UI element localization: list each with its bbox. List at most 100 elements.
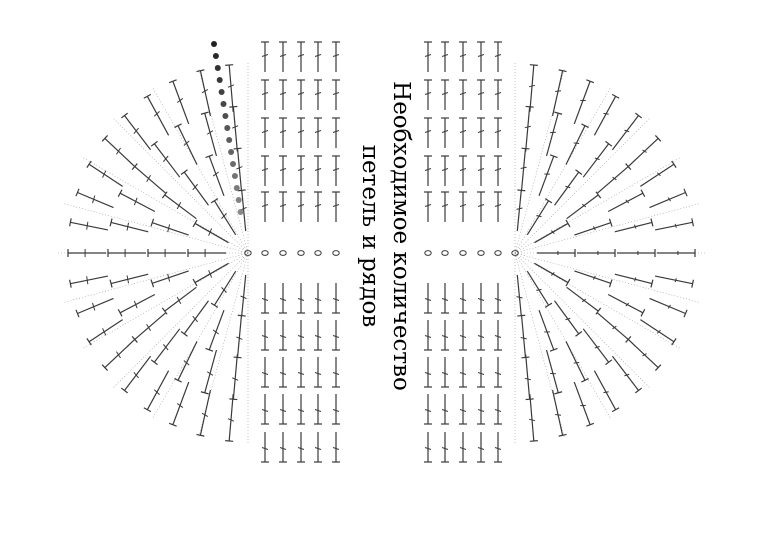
double-crochet-stitch xyxy=(279,357,287,388)
double-crochet-stitch xyxy=(494,320,502,351)
double-crochet-stitch xyxy=(597,163,632,194)
double-crochet-stitch xyxy=(196,389,212,437)
stitch-stem xyxy=(70,221,108,231)
stitch-crossbar xyxy=(332,409,340,412)
stitch-crossbar xyxy=(551,230,555,235)
stitch-crossbar xyxy=(176,98,184,103)
stitch-stem xyxy=(172,381,190,425)
stitch-crossbar xyxy=(261,168,269,171)
chain-stitch-oval xyxy=(459,250,467,256)
stitch-crossbar xyxy=(459,92,467,95)
stitch-stem xyxy=(526,200,550,236)
stitch-stem xyxy=(153,328,181,363)
stitch-crossbar xyxy=(459,130,467,133)
stitch-top-bar xyxy=(558,433,567,437)
double-crochet-stitch xyxy=(640,160,677,187)
double-crochet-stitch xyxy=(297,320,305,351)
stitch-crossbar xyxy=(206,130,214,135)
stitch-top-bar xyxy=(109,279,113,288)
double-crochet-stitch xyxy=(150,218,189,236)
double-crochet-stitch xyxy=(494,117,502,148)
double-crochet-stitch xyxy=(332,320,340,351)
stitch-stem xyxy=(534,262,569,284)
stitch-stem xyxy=(538,309,555,351)
stitch-top-bar xyxy=(565,278,571,287)
stitch-stem xyxy=(236,148,243,192)
stitch-crossbar xyxy=(332,54,340,57)
double-crochet-stitch xyxy=(477,41,485,72)
stitch-top-bar xyxy=(565,219,571,228)
stitch-crossbar xyxy=(332,298,340,301)
stitch-crossbar xyxy=(314,168,322,171)
stitch-stem xyxy=(551,70,564,117)
double-crochet-stitch xyxy=(210,270,237,308)
stitch-crossbar xyxy=(594,345,600,349)
double-crochet-stitch xyxy=(459,79,467,110)
double-crochet-stitch xyxy=(441,357,449,388)
stitch-stem xyxy=(123,355,152,391)
double-crochet-stitch xyxy=(574,218,613,236)
stitch-top-bar xyxy=(68,218,72,227)
stitch-crossbar xyxy=(314,298,322,301)
stitch-crossbar xyxy=(441,168,449,171)
double-crochet-stitch xyxy=(225,64,235,112)
double-crochet-stitch xyxy=(424,283,432,314)
stitch-crossbar xyxy=(332,372,340,375)
stitch-crossbar xyxy=(279,372,287,375)
stitch-stem xyxy=(104,338,136,369)
double-crochet-stitch xyxy=(477,155,485,186)
stitch-crossbar xyxy=(332,204,340,207)
stitch-stem xyxy=(70,275,108,285)
double-crochet-stitch xyxy=(332,155,340,186)
stitch-crossbar xyxy=(314,92,322,95)
stitch-stem xyxy=(607,293,644,314)
stitch-top-bar xyxy=(575,169,583,175)
stitch-crossbar xyxy=(201,412,209,417)
stitch-stem xyxy=(164,286,197,312)
stitch-crossbar xyxy=(424,130,432,133)
stitch-stem xyxy=(146,370,170,410)
double-crochet-stitch xyxy=(607,189,646,213)
stitch-crossbar xyxy=(192,183,198,191)
chain-stitch-oval xyxy=(244,250,252,256)
stitch-crossbar xyxy=(236,166,243,170)
stitch-top-bar xyxy=(558,69,567,73)
stitch-crossbar xyxy=(133,197,138,206)
double-crochet-stitch xyxy=(477,79,485,110)
stitch-crossbar xyxy=(261,298,269,301)
double-crochet-stitch xyxy=(441,41,449,72)
stitch-crossbar xyxy=(516,296,523,299)
stitch-crossbar xyxy=(524,377,531,381)
double-crochet-stitch xyxy=(297,357,305,388)
double-crochet-stitch xyxy=(261,79,269,110)
stitch-top-bar xyxy=(595,307,602,315)
stitch-crossbar xyxy=(656,329,661,334)
double-crochet-stitch xyxy=(261,283,269,314)
stitch-crossbar xyxy=(459,298,467,301)
stitch-top-bar xyxy=(554,391,563,395)
stitch-crossbar xyxy=(261,335,269,338)
stitch-stem xyxy=(194,222,229,244)
stitch-crossbar xyxy=(424,204,432,207)
double-crochet-stitch xyxy=(205,309,225,352)
double-crochet-stitch xyxy=(459,283,467,314)
stitch-crossbar xyxy=(494,54,502,57)
stitch-crossbar xyxy=(516,207,523,210)
stitch-crossbar xyxy=(201,89,209,94)
double-crochet-stitch xyxy=(332,432,340,463)
turning-chain-dot xyxy=(237,209,244,215)
stitch-crossbar xyxy=(133,300,138,309)
double-crochet-stitch xyxy=(332,41,340,72)
stitch-crossbar xyxy=(231,377,239,381)
stitch-stem xyxy=(194,262,229,284)
stitch-top-bar xyxy=(575,331,583,337)
double-crochet-stitch xyxy=(459,155,467,186)
double-crochet-stitch xyxy=(573,381,595,427)
stitch-crossbar xyxy=(520,166,527,170)
stitch-stem xyxy=(134,312,166,340)
stitch-stem xyxy=(134,166,166,194)
stitch-top-bar xyxy=(150,218,155,227)
stitch-stem xyxy=(627,137,659,168)
stitch-top-bar xyxy=(205,154,214,159)
